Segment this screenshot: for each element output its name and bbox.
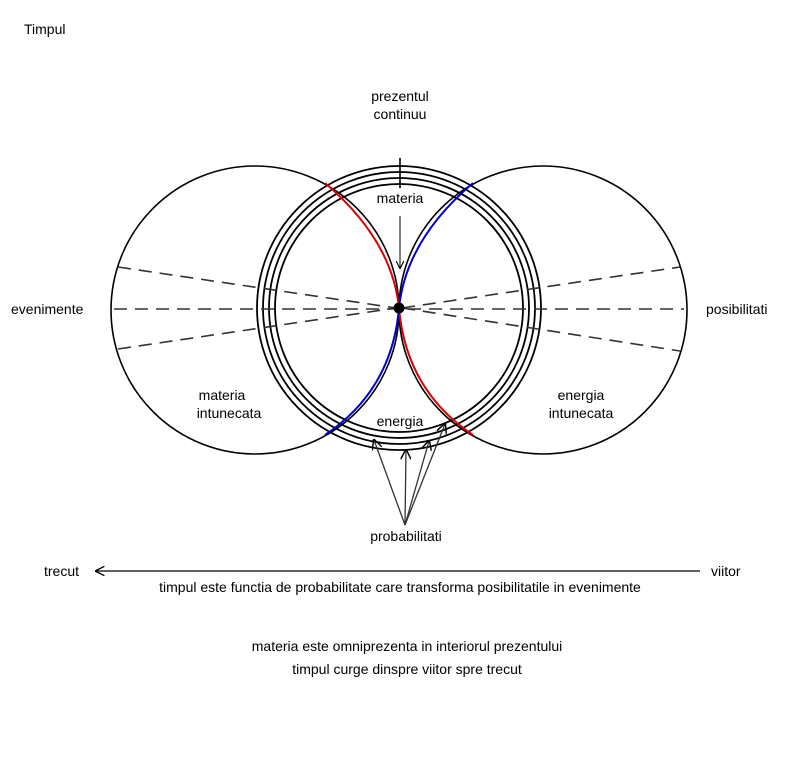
swollen-matter-label-line1: materia <box>199 387 246 403</box>
matter-arcs <box>324 182 474 436</box>
matter-label: materia <box>377 190 424 206</box>
present-rings <box>256 165 542 451</box>
present-label-line1: prezentul <box>371 88 429 104</box>
energy-label: energia <box>377 413 424 429</box>
note-line-2: timpul curge dinspre viitor spre trecut <box>292 661 522 677</box>
swollen-matter-label-line2: intunecata <box>197 405 262 421</box>
probabilities-label: probabilitati <box>370 528 442 544</box>
possibilities-label: posibilitati <box>706 301 767 317</box>
swollen-energy-label-line2: intunecata <box>549 405 614 421</box>
future-label: viitor <box>711 563 741 579</box>
diagram-title: Timpul <box>24 21 66 37</box>
energy-arcs <box>324 182 474 436</box>
probability-arrows <box>374 424 445 526</box>
future-circle <box>398 165 688 455</box>
swollen-energy-label-line1: energia <box>558 387 605 403</box>
past-label: trecut <box>44 563 79 579</box>
events-label: evenimente <box>11 301 84 317</box>
note-line-1: materia este omniprezenta in interiorul … <box>252 638 563 654</box>
center-point <box>393 302 405 314</box>
time-function-label: timpul este functia de probabilitate car… <box>159 579 641 595</box>
present-label-line2: continuu <box>374 106 427 122</box>
